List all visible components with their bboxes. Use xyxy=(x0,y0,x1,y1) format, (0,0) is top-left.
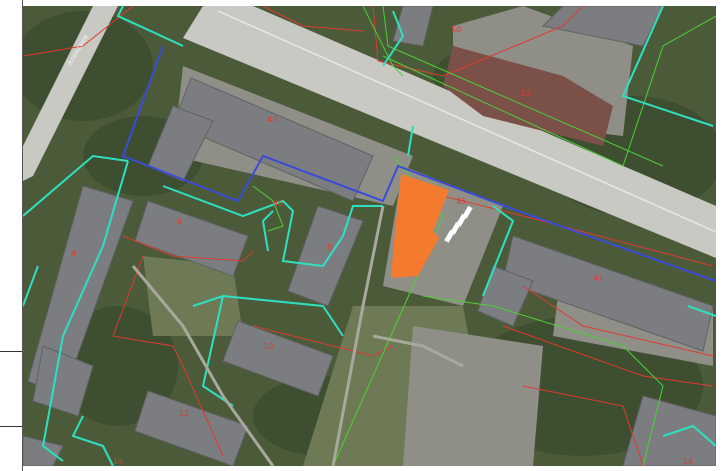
building-label: 16 xyxy=(683,457,693,466)
building-6 xyxy=(134,200,249,277)
cadastral-boundaries xyxy=(23,6,714,466)
aerial-map[interactable]: Алексеев 50 52 43 6 8 45 47 4 10 12 14 1… xyxy=(23,6,716,466)
buildings xyxy=(23,6,716,466)
building-label: 43 xyxy=(267,115,277,124)
map-view[interactable]: Алексеев 50 52 43 6 8 45 47 4 10 12 14 1… xyxy=(23,6,716,466)
building-52 xyxy=(443,46,613,146)
building-southeast xyxy=(622,395,716,466)
building-43-wing xyxy=(147,105,214,182)
building-label: 50 xyxy=(451,25,461,34)
road-centerline xyxy=(217,10,716,233)
highlighted-plot[interactable] xyxy=(391,174,449,278)
building-label: 12 xyxy=(179,409,189,418)
left-panel xyxy=(0,0,23,471)
building-12 xyxy=(134,390,249,466)
building-label: 8 xyxy=(327,243,332,252)
main-road xyxy=(183,6,716,258)
building-label: 52 xyxy=(521,89,531,98)
building-label: 6 xyxy=(177,217,182,226)
building-16 xyxy=(23,435,64,466)
footpaths xyxy=(131,205,464,466)
building-47 xyxy=(502,235,714,352)
zone-boundaries-cyan xyxy=(23,6,716,466)
building-label: 4 xyxy=(71,249,76,258)
parking-marks xyxy=(444,205,473,243)
building-label: 45 xyxy=(273,199,283,208)
building-10 xyxy=(222,320,334,397)
building-label: 10 xyxy=(263,342,273,351)
building-4-wing xyxy=(32,345,94,417)
zone-boundary-blue xyxy=(121,45,716,282)
building-label: 47 xyxy=(593,274,603,283)
building-label: 14 xyxy=(113,457,123,466)
side-road xyxy=(23,6,118,181)
panel-divider xyxy=(0,426,22,427)
panel-divider xyxy=(0,351,22,352)
building-label: 45 xyxy=(456,197,466,206)
